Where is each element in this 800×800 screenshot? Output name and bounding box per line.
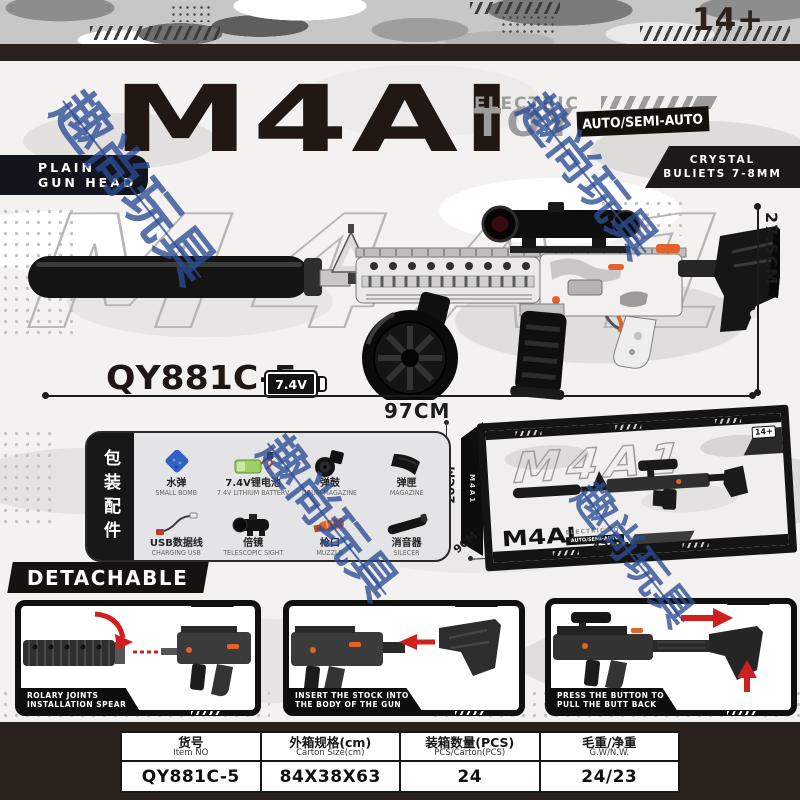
drum-magazine-icon bbox=[314, 449, 344, 477]
step3-caption: PRESS THE BUTTON TO PULL THE BUTT BACK bbox=[549, 688, 679, 712]
hatch-pattern bbox=[640, 26, 790, 41]
hatch-pattern bbox=[90, 26, 220, 40]
hatch-pattern bbox=[470, 2, 560, 14]
step-panel-1: ROLARY JOINTS INSTALLATION SPEAR bbox=[15, 600, 261, 716]
accessory-item: 弹鼓 DRUM MAGAZINE bbox=[292, 436, 369, 497]
dot-pattern bbox=[170, 4, 214, 22]
box-side-panel: M4A1 bbox=[461, 422, 483, 556]
dot-pattern bbox=[0, 428, 55, 528]
subtitle-toy: TOY bbox=[474, 101, 579, 145]
spec-value-weight: 24/23 bbox=[581, 766, 638, 787]
gun-height-label: 27.5CM bbox=[762, 212, 781, 286]
age-rating: 14+ bbox=[692, 2, 765, 38]
step1-illustration bbox=[23, 611, 251, 697]
charging-usb-icon bbox=[156, 512, 198, 535]
box-age-rating: 14+ bbox=[751, 425, 777, 439]
battery-icon bbox=[234, 451, 274, 473]
stock bbox=[678, 226, 780, 332]
battery-badge-nub bbox=[318, 376, 327, 392]
main-title: M4AI bbox=[112, 66, 516, 173]
spec-table: 货号 Item NO 外箱规格(cm) Carton Size(cm) 装箱数量… bbox=[120, 731, 680, 793]
accessory-item: USB数据线 CHARGING USB bbox=[138, 497, 215, 557]
box-width-label: 43CM bbox=[592, 540, 630, 554]
handguard bbox=[355, 256, 541, 304]
drum-magazine bbox=[362, 291, 458, 400]
accessory-item: 水弹 SMALL BOMB bbox=[138, 436, 215, 497]
step1-caption: ROLARY JOINTS INSTALLATION SPEAR bbox=[19, 688, 141, 712]
spec-value-carton: 84X38X63 bbox=[279, 766, 381, 787]
magazine bbox=[510, 310, 567, 400]
battery-badge: 7.4V bbox=[264, 370, 318, 398]
dot-pattern bbox=[500, 14, 556, 36]
accessories-panel: 包装配件 水弹 SMALL BOMB 7.4V锂电池 7.4V LITHIUM … bbox=[85, 431, 451, 562]
accessory-item: 7.4V锂电池 7.4V LITHIUM BATTERV bbox=[215, 436, 292, 497]
spec-value-pcs: 24 bbox=[457, 766, 483, 787]
top-camo-strip: 14+ bbox=[0, 0, 800, 44]
silencer-icon bbox=[387, 513, 428, 535]
spec-table-values: QY881C-5 84X38X63 24 24/23 bbox=[122, 762, 678, 791]
spec-col-weight: 毛重/净重 G.W/N.W. bbox=[581, 734, 637, 758]
receiver bbox=[539, 244, 683, 334]
grip bbox=[613, 315, 657, 369]
telescopic-sight-icon bbox=[232, 514, 270, 536]
step2-illustration bbox=[291, 619, 501, 696]
scope bbox=[481, 202, 640, 253]
gun-illustration bbox=[28, 202, 780, 400]
step-panel-3: PRESS THE BUTTON TO PULL THE BUTT BACK bbox=[545, 598, 797, 716]
accessory-item: 消音器 SILECER bbox=[368, 497, 445, 557]
gun-length-label: 97CM bbox=[384, 399, 451, 423]
divider-bar bbox=[0, 44, 800, 61]
accessory-item: 弹匣 MAGAZINE bbox=[368, 436, 445, 497]
small-bomb-icon bbox=[165, 449, 189, 472]
step-panel-2: INSERT THE STOCK INTO THE BODY OF THE GU… bbox=[283, 600, 525, 716]
spec-value-model: QY881C-5 bbox=[141, 766, 240, 787]
spec-col-carton-size: 外箱规格(cm) Carton Size(cm) bbox=[262, 733, 401, 760]
step3-illustration bbox=[553, 608, 763, 692]
box-gun-illustration bbox=[512, 458, 749, 510]
accessory-item: 枪口 MUZZLE bbox=[292, 497, 369, 557]
spec-col-item-no: 货号 Item NO bbox=[122, 733, 262, 760]
plain-gun-head-badge: PLAIN GUN HEAD bbox=[0, 155, 148, 195]
detachable-title-badge: DETACHABLE bbox=[7, 562, 209, 593]
muzzle-icon bbox=[313, 517, 344, 533]
spec-table-header: 货号 Item NO 外箱规格(cm) Carton Size(cm) 装箱数量… bbox=[122, 733, 678, 762]
slash-decoration bbox=[601, 96, 693, 109]
box-front-face: M4A1 14+ M4AI ELECTRIC TOY AUTO/SEMI-AUT… bbox=[476, 404, 798, 572]
suppressor bbox=[28, 256, 322, 298]
step2-caption: INSERT THE STOCK INTO THE BODY OF THE GU… bbox=[287, 688, 423, 712]
accessories-grid: 水弹 SMALL BOMB 7.4V锂电池 7.4V LITHIUM BATTE… bbox=[134, 433, 449, 560]
accessory-item: 倍镜 TELESCOPIC SIGHT bbox=[215, 497, 292, 557]
packaging-box: M4A1 M4A1 bbox=[455, 404, 798, 572]
height-dimension-line bbox=[757, 207, 759, 392]
crystal-bullets-badge: CRYSTAL BULIETS 7-8MM bbox=[645, 146, 800, 188]
accessories-tab: 包装配件 bbox=[87, 433, 134, 560]
magazine-icon bbox=[390, 453, 420, 475]
length-dimension-line bbox=[45, 395, 753, 397]
spec-col-pcs: 装箱数量(PCS) PCS/Carton(PCS) bbox=[401, 733, 541, 760]
subtitle-electric: ELECTRIC bbox=[474, 94, 581, 114]
